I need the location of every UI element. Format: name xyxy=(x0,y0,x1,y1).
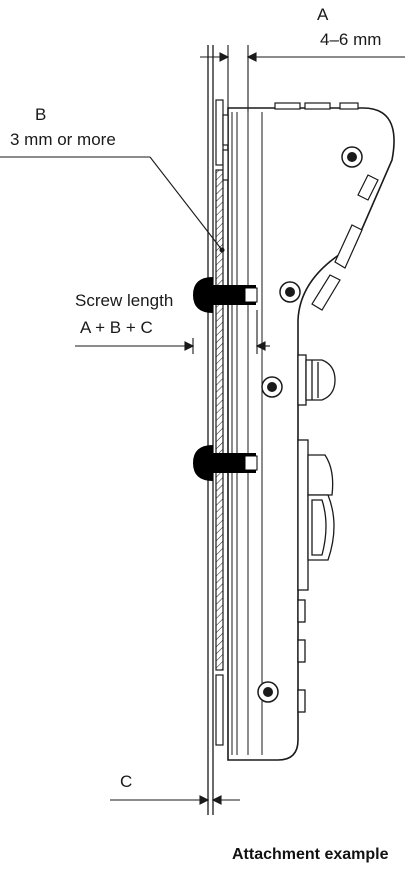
label-screw-formula: A + B + C xyxy=(80,318,153,337)
device-body xyxy=(227,107,395,761)
wall-screw-upper xyxy=(193,277,258,313)
label-a-letter: A xyxy=(317,5,329,24)
side-connectors xyxy=(297,354,336,713)
label-c-letter: C xyxy=(120,772,133,791)
leader-b xyxy=(0,156,225,253)
label-b-letter: B xyxy=(35,105,47,124)
caption: Attachment example xyxy=(232,846,389,863)
dimension-c xyxy=(110,795,240,805)
upper-tab xyxy=(222,114,229,181)
device-screws xyxy=(257,146,363,703)
wall-surface xyxy=(207,45,214,815)
dimension-screw-length xyxy=(75,310,270,354)
label-screw-length: Screw length xyxy=(75,291,174,310)
label-b-value: 3 mm or more xyxy=(10,130,116,149)
wall-screw-lower xyxy=(193,445,258,481)
dimension-a xyxy=(200,45,405,112)
top-edge-controls xyxy=(274,102,379,311)
device-inner-lines xyxy=(231,112,263,755)
mounting-plate xyxy=(215,99,224,746)
label-a-value: 4–6 mm xyxy=(320,30,382,49)
